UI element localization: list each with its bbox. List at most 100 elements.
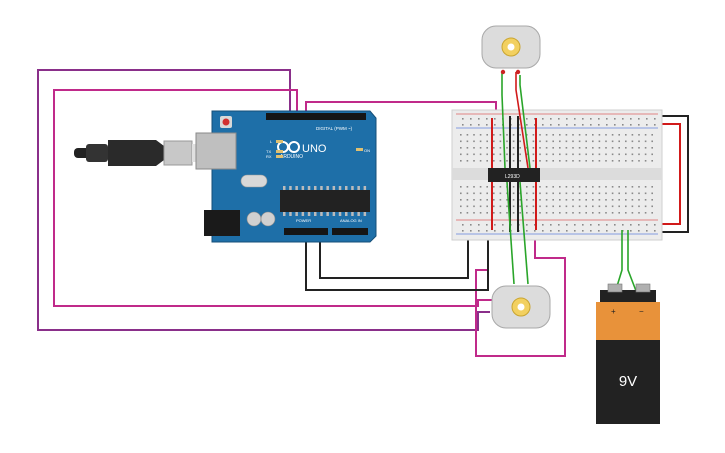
breadboard-hole[interactable]: [585, 140, 587, 143]
breadboard-hole[interactable]: [625, 192, 627, 195]
breadboard-hole[interactable]: [519, 199, 521, 201]
breadboard-hole[interactable]: [651, 186, 653, 188]
breadboard-hole[interactable]: [460, 192, 462, 195]
breadboard-hole[interactable]: [611, 160, 614, 162]
breadboard-hole[interactable]: [506, 134, 508, 136]
breadboard-hole[interactable]: [545, 199, 548, 201]
breadboard-rail-hole[interactable]: [566, 230, 568, 232]
breadboard-rail-hole[interactable]: [470, 230, 472, 232]
breadboard-rail-hole[interactable]: [630, 230, 632, 232]
breadboard-rail-hole[interactable]: [638, 118, 640, 120]
breadboard-hole[interactable]: [565, 192, 568, 195]
breadboard-hole[interactable]: [466, 160, 469, 162]
breadboard-hole[interactable]: [618, 192, 620, 195]
wire-green-top-motor-1[interactable]: [501, 72, 506, 169]
breadboard-rail-hole[interactable]: [494, 230, 496, 232]
breadboard-rail-hole[interactable]: [646, 230, 648, 232]
breadboard-hole[interactable]: [545, 134, 548, 136]
breadboard-hole[interactable]: [605, 205, 607, 208]
breadboard-rail-hole[interactable]: [606, 224, 608, 226]
breadboard-hole[interactable]: [644, 199, 647, 201]
breadboard-hole[interactable]: [552, 140, 554, 143]
breadboard-hole[interactable]: [572, 192, 574, 195]
breadboard-hole[interactable]: [611, 192, 614, 195]
breadboard-hole[interactable]: [605, 134, 607, 136]
breadboard-hole[interactable]: [572, 140, 574, 143]
breadboard-rail-hole[interactable]: [582, 124, 584, 126]
breadboard-hole[interactable]: [651, 153, 653, 156]
breadboard-hole[interactable]: [618, 205, 620, 208]
breadboard-hole[interactable]: [605, 147, 607, 149]
breadboard-hole[interactable]: [631, 134, 634, 136]
breadboard-hole[interactable]: [512, 192, 515, 195]
breadboard-hole[interactable]: [473, 153, 475, 156]
breadboard-hole[interactable]: [539, 134, 541, 136]
breadboard-rail-hole[interactable]: [542, 230, 544, 232]
breadboard-rail-hole[interactable]: [654, 230, 656, 232]
breadboard-hole[interactable]: [552, 205, 554, 208]
breadboard-hole[interactable]: [644, 192, 647, 195]
breadboard-rail-hole[interactable]: [638, 224, 640, 226]
breadboard-hole[interactable]: [539, 199, 541, 201]
breadboard-hole[interactable]: [460, 134, 462, 136]
breadboard-hole[interactable]: [618, 199, 620, 201]
breadboard-rail-hole[interactable]: [486, 224, 488, 226]
breadboard-hole[interactable]: [545, 140, 548, 143]
breadboard-rail-hole[interactable]: [462, 230, 464, 232]
breadboard-rail-hole[interactable]: [654, 224, 656, 226]
breadboard-hole[interactable]: [631, 153, 634, 156]
breadboard-hole[interactable]: [611, 153, 614, 156]
breadboard-hole[interactable]: [506, 140, 508, 143]
breadboard-hole[interactable]: [486, 186, 488, 188]
breadboard-hole[interactable]: [559, 212, 561, 214]
breadboard-rail-hole[interactable]: [470, 124, 472, 126]
breadboard-hole[interactable]: [552, 192, 554, 195]
breadboard-rail-hole[interactable]: [622, 124, 624, 126]
breadboard-hole[interactable]: [578, 134, 581, 136]
breadboard-rail-hole[interactable]: [478, 230, 480, 232]
breadboard-hole[interactable]: [598, 160, 601, 162]
breadboard-hole[interactable]: [473, 192, 475, 195]
breadboard-hole[interactable]: [526, 199, 528, 201]
breadboard-hole[interactable]: [512, 134, 515, 136]
breadboard-hole[interactable]: [565, 147, 568, 149]
breadboard-hole[interactable]: [644, 147, 647, 149]
breadboard-hole[interactable]: [499, 160, 502, 162]
breadboard-hole[interactable]: [512, 199, 515, 201]
breadboard-hole[interactable]: [526, 186, 528, 188]
breadboard-hole[interactable]: [499, 199, 502, 201]
breadboard-hole[interactable]: [486, 153, 488, 156]
breadboard-hole[interactable]: [625, 199, 627, 201]
breadboard-hole[interactable]: [552, 186, 554, 188]
breadboard-hole[interactable]: [605, 160, 607, 162]
breadboard-hole[interactable]: [473, 134, 475, 136]
breadboard-rail-hole[interactable]: [470, 224, 472, 226]
breadboard-hole[interactable]: [545, 160, 548, 162]
breadboard-hole[interactable]: [532, 147, 535, 149]
breadboard-hole[interactable]: [466, 147, 469, 149]
breadboard-hole[interactable]: [631, 147, 634, 149]
breadboard-hole[interactable]: [499, 153, 502, 156]
breadboard-hole[interactable]: [466, 192, 469, 195]
breadboard-rail-hole[interactable]: [630, 224, 632, 226]
breadboard-hole[interactable]: [625, 134, 627, 136]
breadboard-rail-hole[interactable]: [542, 124, 544, 126]
breadboard-hole[interactable]: [618, 134, 620, 136]
breadboard-rail-hole[interactable]: [590, 224, 592, 226]
breadboard-hole[interactable]: [611, 186, 614, 188]
breadboard-hole[interactable]: [526, 205, 528, 208]
breadboard-hole[interactable]: [499, 192, 502, 195]
breadboard-rail-hole[interactable]: [502, 230, 504, 232]
wire-black-gnd-2[interactable]: [305, 232, 489, 291]
breadboard-hole[interactable]: [611, 205, 614, 208]
breadboard-rail-hole[interactable]: [622, 224, 624, 226]
breadboard-hole[interactable]: [460, 147, 462, 149]
breadboard-hole[interactable]: [493, 199, 495, 201]
breadboard-hole[interactable]: [598, 199, 601, 201]
breadboard-hole[interactable]: [460, 140, 462, 143]
breadboard-hole[interactable]: [473, 140, 475, 143]
breadboard-rail-hole[interactable]: [566, 118, 568, 120]
breadboard-hole[interactable]: [460, 160, 462, 162]
breadboard-hole[interactable]: [618, 153, 620, 156]
breadboard-hole[interactable]: [539, 160, 541, 162]
